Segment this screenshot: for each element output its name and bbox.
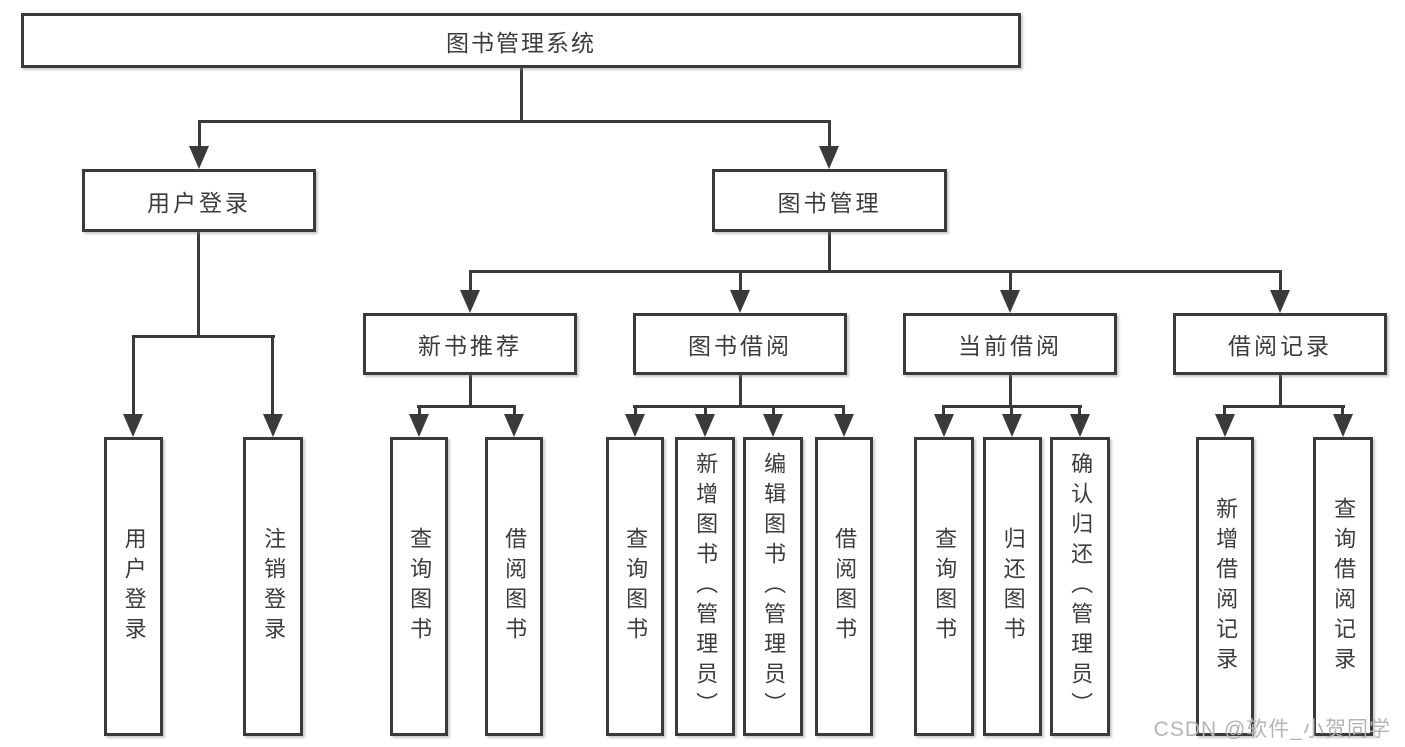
arrow-down-icon (695, 414, 715, 437)
arrow-down-icon (730, 290, 750, 313)
arrow-down-icon (263, 414, 283, 437)
connector-login-drop (197, 232, 200, 338)
leaf-confirm-return-admin: 确认归还（管理员） (1050, 437, 1110, 736)
arrow-down-icon (625, 414, 645, 437)
connector-stub-leaf-logout (271, 335, 274, 417)
connector-stub-book-mgmt-branch (828, 120, 831, 150)
connector-stub-leaf (513, 405, 516, 419)
leaf-edit-book-admin: 编辑图书（管理员） (743, 437, 803, 736)
node-current-borrow-label: 当前借阅 (958, 333, 1062, 359)
leaf-logout: 注销登录 (243, 437, 303, 736)
leaf-confirm-return-admin-label: 确认归还（管理员） (1068, 451, 1094, 722)
connector-records-split (1223, 405, 1345, 408)
connector-stub-current-borrow (1009, 270, 1012, 295)
connector-root-drop (520, 68, 523, 122)
connector-records-drop (1279, 375, 1282, 408)
node-current-borrow: 当前借阅 (903, 313, 1117, 375)
arrow-down-icon (504, 414, 524, 437)
arrow-down-icon (1333, 414, 1353, 437)
node-user-login-label: 用户登录 (147, 189, 251, 216)
connector-stub-leaf (634, 405, 637, 419)
connector-stub-leaf (418, 405, 421, 419)
connector-root-split (198, 120, 831, 123)
leaf-add-borrow-record-label: 新增借阅记录 (1213, 496, 1239, 677)
connector-stub-new-books (469, 270, 472, 295)
leaf-query-book-borrow-label: 查询图书 (623, 526, 649, 647)
connector-stub-book-borrow (739, 270, 742, 295)
connector-stub-borrow-records (1279, 270, 1282, 295)
connector-currentborrow-drop (1009, 375, 1012, 408)
leaf-query-borrow-record-label: 查询借阅记录 (1331, 496, 1357, 677)
connector-mgmt-split (469, 270, 1282, 273)
leaf-add-book-admin: 新增图书（管理员） (675, 437, 735, 736)
node-book-borrow-label: 图书借阅 (688, 333, 792, 359)
node-user-login: 用户登录 (82, 169, 316, 232)
node-borrow-records: 借阅记录 (1173, 313, 1387, 375)
leaf-query-borrow-record: 查询借阅记录 (1313, 437, 1373, 736)
leaf-borrow-book-borrow: 借阅图书 (815, 437, 873, 736)
arrow-down-icon (934, 414, 954, 437)
connector-stub-leaf (842, 405, 845, 419)
leaf-add-borrow-record: 新增借阅记录 (1196, 437, 1254, 736)
leaf-user-login-label: 用户登录 (121, 526, 147, 647)
leaf-query-book-borrow: 查询图书 (606, 437, 664, 736)
arrow-down-icon (1215, 414, 1235, 437)
connector-stub-leaf (772, 405, 775, 419)
connector-stub-leaf (1010, 405, 1013, 419)
leaf-return-book-label: 归还图书 (1000, 526, 1026, 647)
arrow-down-icon (189, 146, 209, 169)
connector-stub-user-login-branch (198, 120, 201, 150)
connector-stub-leaf (1341, 405, 1344, 419)
node-root: 图书管理系统 (21, 13, 1021, 68)
node-new-books: 新书推荐 (363, 313, 577, 375)
arrow-down-icon (1002, 414, 1022, 437)
connector-stub-leaf (704, 405, 707, 419)
connector-stub-leaf-user-login (132, 335, 135, 417)
node-root-label: 图书管理系统 (446, 29, 596, 56)
connector-bookborrow-split (633, 405, 845, 408)
node-new-books-label: 新书推荐 (418, 333, 522, 359)
arrow-down-icon (409, 414, 429, 437)
watermark: CSDN @软件_小贺同学 (1153, 718, 1391, 741)
node-book-mgmt-label: 图书管理 (777, 189, 882, 216)
connector-stub-leaf (942, 405, 945, 419)
arrow-down-icon (460, 290, 480, 313)
leaf-user-login: 用户登录 (104, 437, 163, 736)
connector-newbooks-split (417, 405, 516, 408)
leaf-borrow-book-newbooks-label: 借阅图书 (502, 526, 528, 647)
connector-bookborrow-drop (739, 375, 742, 408)
node-borrow-records-label: 借阅记录 (1228, 333, 1332, 359)
node-book-mgmt: 图书管理 (712, 169, 947, 232)
leaf-add-book-admin-label: 新增图书（管理员） (693, 451, 719, 722)
leaf-edit-book-admin-label: 编辑图书（管理员） (761, 451, 787, 722)
connector-login-split (132, 335, 275, 338)
leaf-logout-label: 注销登录 (261, 526, 287, 647)
leaf-query-book-current: 查询图书 (914, 437, 974, 736)
arrow-down-icon (1000, 290, 1020, 313)
arrow-down-icon (1270, 290, 1290, 313)
connector-stub-leaf (1078, 405, 1081, 419)
connector-mgmt-drop (828, 232, 831, 273)
leaf-query-book-newbooks-label: 查询图书 (407, 526, 433, 647)
node-book-borrow: 图书借阅 (633, 313, 847, 375)
arrow-down-icon (123, 414, 143, 437)
leaf-query-book-current-label: 查询图书 (932, 526, 958, 647)
arrow-down-icon (834, 414, 854, 437)
leaf-borrow-book-newbooks: 借阅图书 (485, 437, 543, 736)
connector-newbooks-drop (469, 375, 472, 408)
leaf-return-book: 归还图书 (983, 437, 1042, 736)
connector-stub-leaf (1223, 405, 1226, 419)
leaf-borrow-book-borrow-label: 借阅图书 (832, 526, 858, 647)
arrow-down-icon (763, 414, 783, 437)
arrow-down-icon (819, 146, 839, 169)
arrow-down-icon (1070, 414, 1090, 437)
leaf-query-book-newbooks: 查询图书 (390, 437, 448, 736)
